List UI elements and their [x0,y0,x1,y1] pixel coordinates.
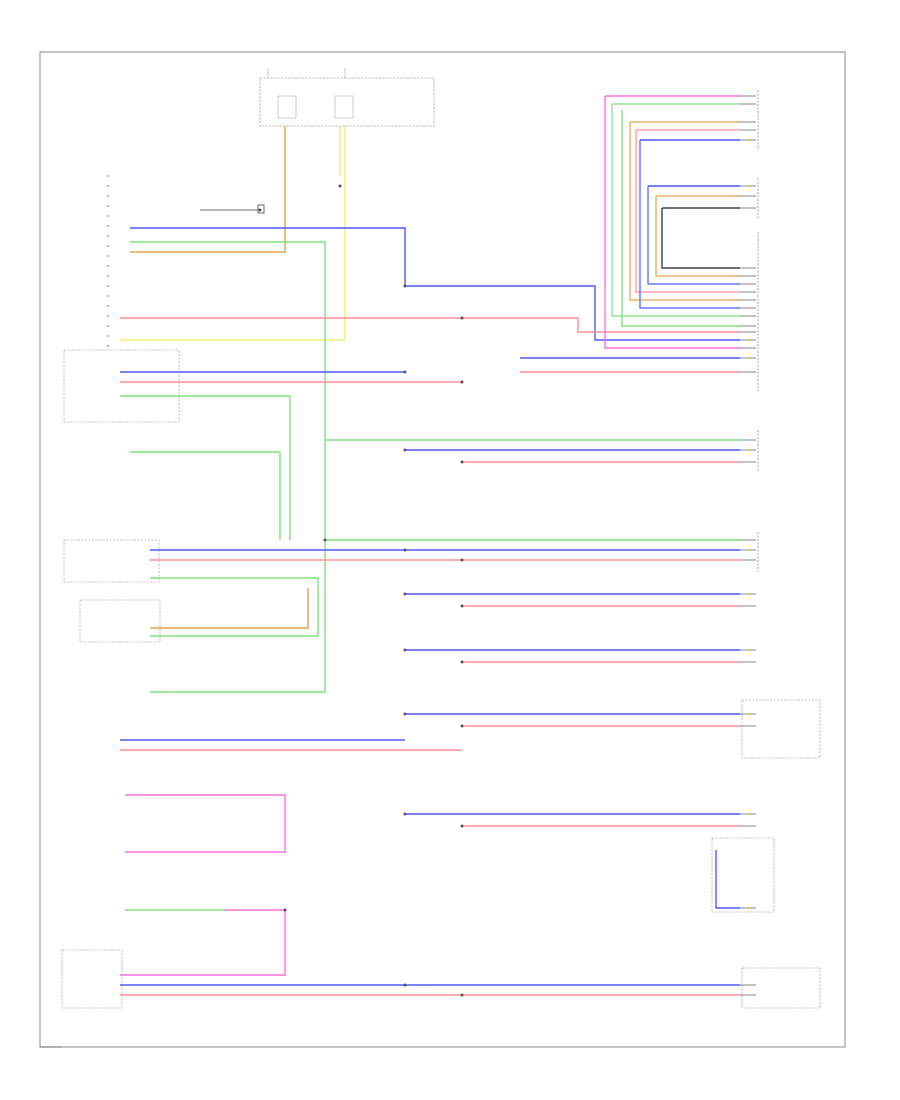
component-box-2 [63,539,160,583]
wire-magenta [120,95,740,976]
ground-symbol [200,204,265,214]
right-pin-stubs [740,95,756,996]
wire-red [120,317,740,996]
diagram-frame [39,51,846,1048]
wire-green [120,110,740,911]
splice-points [258,184,464,997]
component-box-5 [711,837,775,913]
wire-orange [130,126,309,629]
fuse-right [334,95,354,119]
wire-blue [120,139,740,986]
left-connector-pins [107,175,109,347]
fuse-block [259,77,435,127]
fuse-left [277,95,297,119]
component-box-6 [741,699,821,759]
component-box-1 [63,349,180,423]
wire-yellow [120,126,346,341]
component-box-3 [79,599,161,643]
wire-bundle-right [611,103,740,317]
component-box-7 [741,967,821,1009]
component-box-4 [61,949,123,1009]
